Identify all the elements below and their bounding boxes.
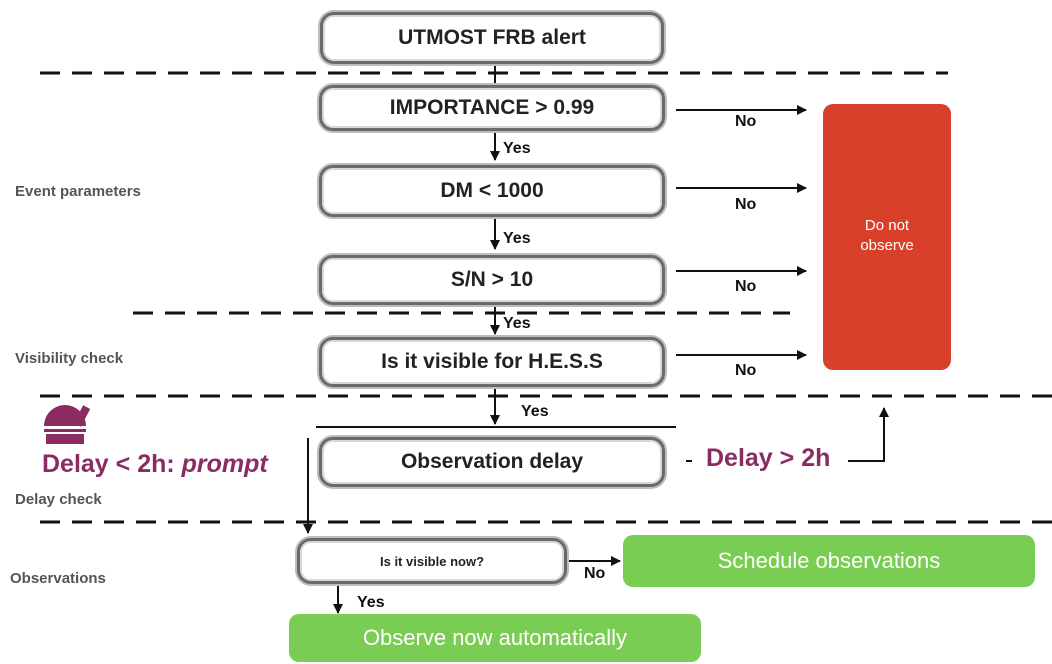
- section-observations: Observations: [10, 570, 106, 587]
- no-label: No: [735, 196, 757, 213]
- sn-box: S/N > 10: [319, 255, 665, 305]
- delay-prompt-label: Delay < 2h: prompt: [42, 450, 268, 479]
- do-not-observe-line1: Do not: [864, 217, 910, 234]
- do-not-observe-line2: observe: [860, 237, 914, 254]
- delay-prompt-word: prompt: [181, 450, 268, 478]
- importance-box: IMPORTANCE > 0.99: [319, 85, 665, 131]
- no-label: No: [584, 565, 606, 582]
- dm-box: DM < 1000: [319, 165, 665, 217]
- section-visibility-check: Visibility check: [15, 350, 124, 367]
- telescope-icon: [44, 405, 91, 444]
- schedule-observations-box: Schedule observations: [623, 535, 1035, 587]
- yes-label: Yes: [503, 315, 531, 332]
- yes-label: Yes: [357, 594, 385, 611]
- section-event-parameters: Event parameters: [15, 183, 141, 200]
- observe-now-box: Observe now automatically: [289, 614, 701, 662]
- visible-now-box: Is it visible now?: [297, 538, 567, 584]
- no-label: No: [735, 113, 757, 130]
- yes-label: Yes: [503, 140, 531, 157]
- visibility-box: Is it visible for H.E.S.S: [319, 337, 665, 387]
- delay-prompt-prefix: Delay < 2h:: [42, 450, 182, 478]
- yes-label: Yes: [503, 230, 531, 247]
- section-delay-check: Delay check: [15, 491, 102, 508]
- alert-box: UTMOST FRB alert: [320, 12, 664, 64]
- no-label: No: [735, 362, 757, 379]
- observation-delay-box: Observation delay: [319, 437, 665, 487]
- do-not-observe-box: Do not observe: [823, 104, 951, 370]
- yes-label: Yes: [521, 403, 549, 420]
- delay-long-label: Delay > 2h: [706, 444, 831, 472]
- no-label: No: [735, 278, 757, 295]
